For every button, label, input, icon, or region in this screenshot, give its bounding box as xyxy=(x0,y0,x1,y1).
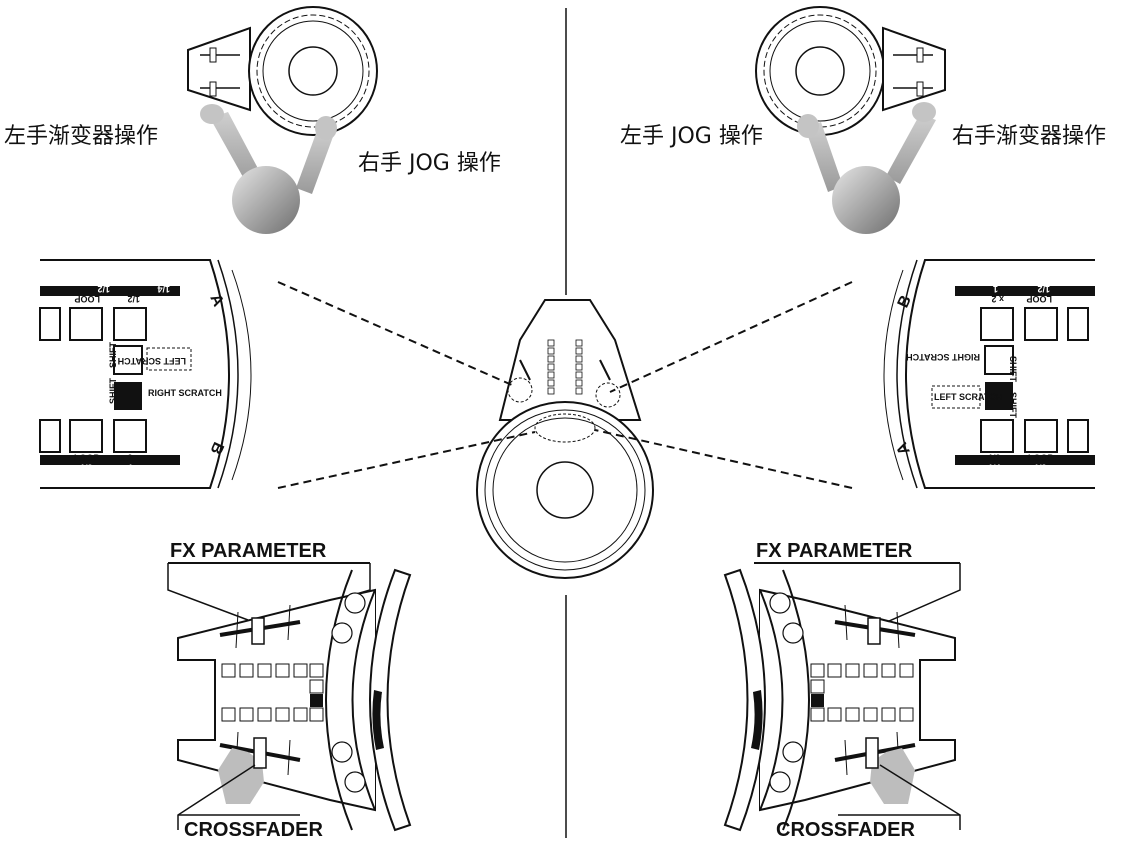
right-half-band-bottom: 1/2 xyxy=(1034,463,1047,473)
left-mixer-closeup xyxy=(177,568,412,832)
right-shift-1: SHIFT xyxy=(1008,356,1018,383)
right-crossfader-label: CROSSFADER xyxy=(776,819,915,841)
right-quarter-band-bottom: 1/4 xyxy=(988,463,1001,473)
left-half-band-bottom: 1/2 xyxy=(80,463,93,473)
right-mixer-closeup xyxy=(723,568,956,832)
left-right-scratch: RIGHT SCRATCH xyxy=(148,388,222,398)
right-left-scratch: LEFT SCRATCH xyxy=(934,392,1002,402)
left-hand-label-right-panel: 左手 JOG 操作 xyxy=(620,124,763,149)
left-loop-bottom: LOOP xyxy=(74,453,100,463)
left-controller-top-view xyxy=(187,6,378,136)
right-right-scratch: RIGHT SCRATCH xyxy=(906,352,980,362)
center-controller xyxy=(476,299,654,579)
right-loop-bottom: LOOP xyxy=(1028,453,1054,463)
left-person-figure xyxy=(200,104,337,234)
right-hand-label-right-panel: 右手渐变器操作 xyxy=(952,124,1106,149)
left-hand-label: 左手渐变器操作 xyxy=(4,124,158,149)
right-hand-label: 右手 JOG 操作 xyxy=(358,151,501,176)
left-button-panel xyxy=(39,259,252,489)
right-shift-2: SHIFT xyxy=(1008,392,1018,419)
right-one-band-top: 1 xyxy=(993,284,998,294)
right-loop-top: LOOP xyxy=(1026,294,1052,304)
left-fx-parameter-label: FX PARAMETER xyxy=(170,540,327,562)
left-half-band-top: 1/2 xyxy=(97,284,110,294)
left-one-band-bottom: 1 xyxy=(128,463,133,473)
right-controller-top-view xyxy=(755,6,946,136)
left-crossfader-label: CROSSFADER xyxy=(184,819,323,841)
left-quarter-band-top: 1/4 xyxy=(157,284,170,294)
right-half-band-top: 1/2 xyxy=(1037,284,1050,294)
right-half-bottom: 1/2 xyxy=(988,453,1001,463)
right-button-panel xyxy=(883,259,1095,489)
left-loop-top: LOOP xyxy=(74,294,100,304)
left-x2-bottom: x 2 xyxy=(120,453,133,463)
right-x2-top: x 2 xyxy=(991,294,1004,304)
left-half-top: 1/2 xyxy=(127,294,140,304)
right-person-figure xyxy=(797,102,936,234)
right-fx-parameter-label: FX PARAMETER xyxy=(756,540,913,562)
left-shift-1: SHIFT xyxy=(108,341,118,368)
zoom-dashed-lines xyxy=(277,281,853,489)
left-left-scratch: LEFT SCRATCH xyxy=(118,356,186,366)
left-shift-2: SHIFT xyxy=(108,377,118,404)
